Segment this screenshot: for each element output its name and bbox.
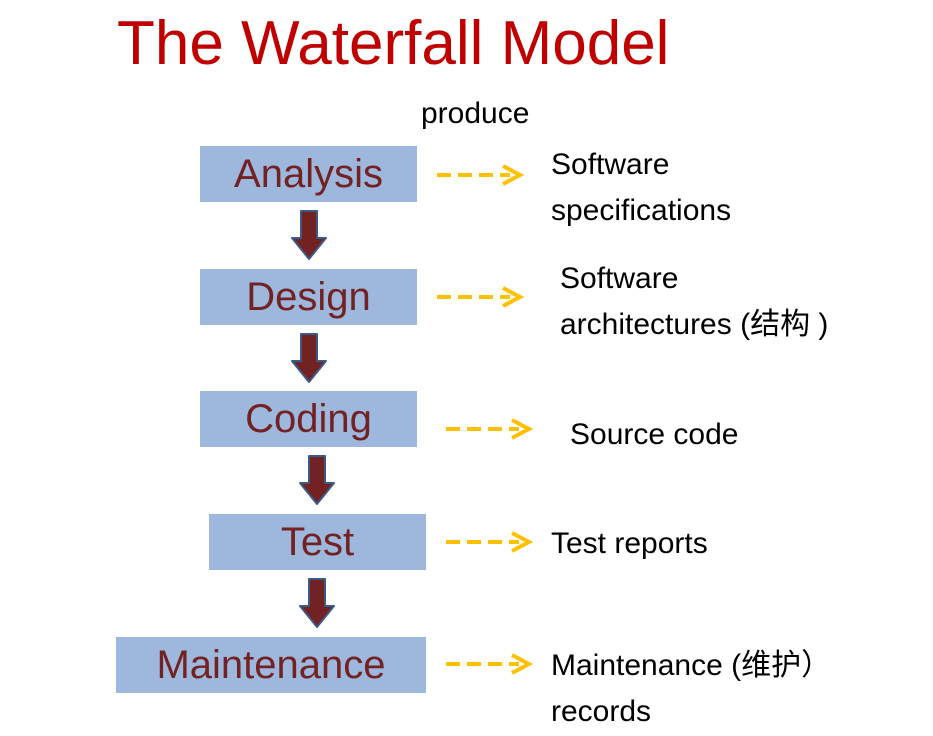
- output-analysis: Software specifications: [551, 142, 731, 234]
- phase-label-coding: Coding: [245, 397, 372, 441]
- dashed-right-arrow-icon: [446, 531, 534, 553]
- down-arrow-icon: [291, 333, 327, 383]
- output-design-line-1: Software: [560, 262, 679, 295]
- phase-box-coding: Coding: [200, 391, 417, 447]
- output-analysis-line-1: Software: [551, 148, 670, 181]
- dashed-right-arrow-icon: [437, 286, 525, 308]
- output-design-line-2: architectures (结构 ): [560, 308, 829, 341]
- dashed-right-arrow-icon: [446, 653, 534, 675]
- phase-label-maintenance: Maintenance: [156, 643, 386, 687]
- output-design: Software architectures (结构 ): [560, 256, 828, 348]
- down-arrow-icon: [299, 455, 335, 505]
- output-test-line-1: Test reports: [551, 527, 708, 560]
- phase-box-analysis: Analysis: [200, 146, 417, 202]
- phase-box-maintenance: Maintenance: [116, 637, 426, 693]
- down-arrow-icon: [299, 578, 335, 628]
- output-maintenance-line-2: records: [551, 695, 652, 728]
- output-coding-line-1: Source code: [570, 418, 739, 451]
- produce-label: produce: [421, 97, 530, 130]
- dashed-right-arrow-icon: [437, 164, 525, 186]
- output-maintenance: Maintenance (维护） records: [551, 643, 831, 735]
- dashed-right-arrow-icon: [446, 418, 534, 440]
- output-maintenance-line-1: Maintenance (维护）: [551, 649, 832, 682]
- phase-label-test: Test: [280, 520, 355, 564]
- down-arrow-icon: [291, 210, 327, 260]
- phase-box-design: Design: [200, 269, 417, 325]
- output-test: Test reports: [551, 521, 708, 567]
- output-coding: Source code: [570, 412, 738, 458]
- phase-label-analysis: Analysis: [234, 152, 383, 196]
- page-title: The Waterfall Model: [117, 9, 670, 78]
- output-analysis-line-2: specifications: [551, 194, 732, 227]
- phase-box-test: Test: [209, 514, 426, 570]
- phase-label-design: Design: [246, 275, 371, 319]
